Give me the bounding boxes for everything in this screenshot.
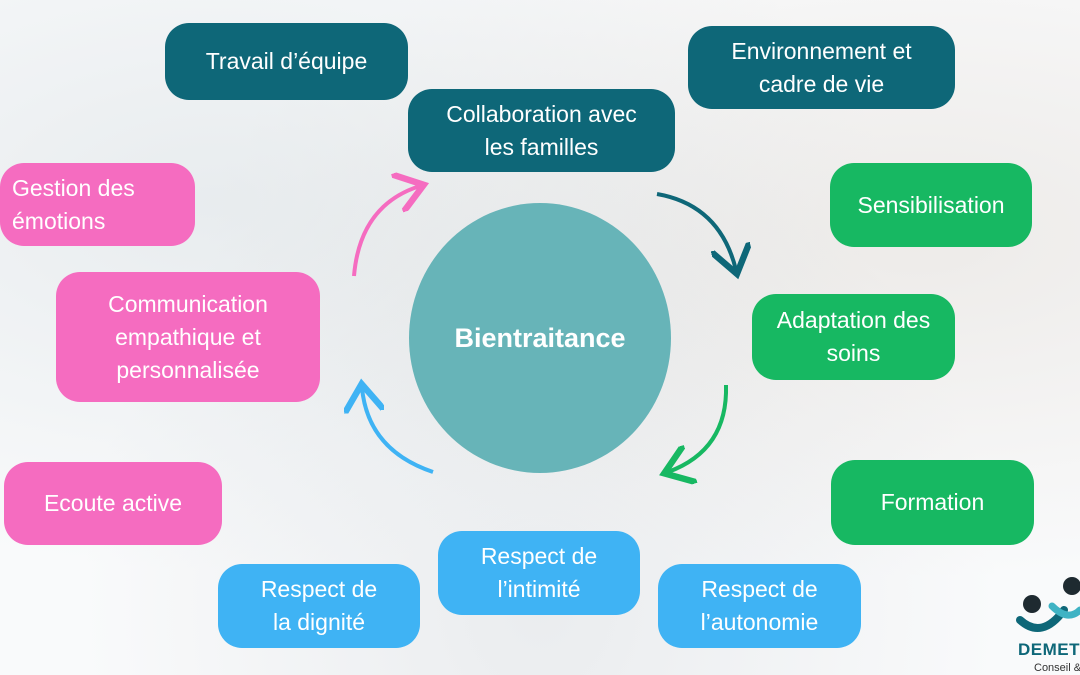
node-gestion-emotions: Gestion des émotions — [0, 163, 195, 246]
node-environnement: Environnement et cadre de vie — [688, 26, 955, 109]
logo-subtitle: Conseil & F — [1034, 662, 1080, 674]
arrow-blue — [362, 388, 434, 474]
center-circle: Bientraitance — [409, 203, 671, 473]
node-respect-autonomie: Respect de l’autonomie — [658, 564, 861, 648]
demeter-logo: DEMETER Conseil & F — [1012, 570, 1080, 675]
node-travail-equipe: Travail d’équipe — [165, 23, 408, 100]
node-respect-intimite: Respect de l’intimité — [438, 531, 640, 615]
logo-figures-icon — [1016, 577, 1080, 632]
arrow-green — [668, 384, 729, 472]
arrow-teal — [656, 192, 736, 270]
arrow-pink — [352, 186, 420, 277]
node-respect-dignite: Respect de la dignité — [218, 564, 420, 648]
node-sensibilisation: Sensibilisation — [830, 163, 1032, 247]
node-communication-empathique: Communication empathique et personnalisé… — [56, 272, 320, 402]
node-collaboration-familles: Collaboration avec les familles — [408, 89, 675, 172]
node-formation: Formation — [831, 460, 1034, 545]
node-ecoute-active: Ecoute active — [4, 462, 222, 545]
node-adaptation-soins: Adaptation des soins — [752, 294, 955, 380]
logo-name: DEMETER — [1018, 640, 1080, 659]
